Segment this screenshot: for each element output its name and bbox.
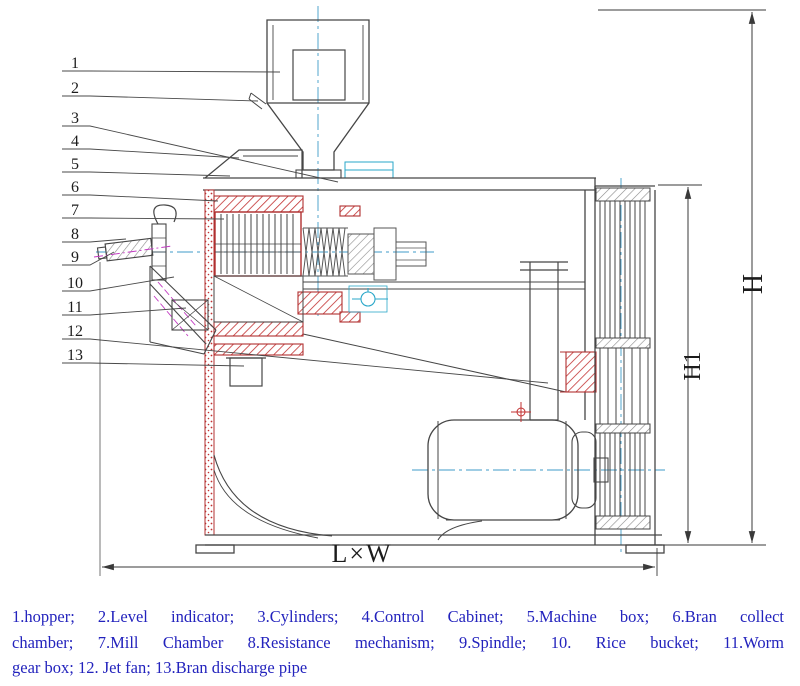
support-column: [520, 261, 568, 421]
pulley: [594, 185, 656, 545]
left-foot: [195, 544, 235, 554]
motor-shaft: [593, 457, 609, 483]
dimension-h: [598, 9, 766, 546]
base-frame: [195, 454, 665, 554]
right-foot: [625, 544, 665, 554]
machine-box: [203, 177, 596, 536]
dimension-h1-label: H1: [680, 351, 706, 380]
machine-drawing: 1 2 3 4 5 6 7 8 9 10 11 12 13 H: [62, 6, 769, 576]
motor-end-bell: [571, 431, 597, 509]
motor-mount-centerline: [511, 402, 531, 422]
mill-chamber: [213, 195, 361, 356]
callout-4: 4: [71, 133, 79, 150]
leader-lines: [62, 70, 549, 384]
rice-bucket: [149, 265, 217, 355]
callout-3: 3: [71, 110, 79, 127]
dimension-lw-label: L×W: [331, 539, 392, 568]
motor-pulley: [595, 423, 651, 530]
left-wall: [204, 189, 215, 536]
callout-1: 1: [71, 55, 79, 72]
bran-collect-chamber: [213, 275, 304, 323]
jet-fan: [560, 351, 597, 393]
callout-11: 11: [67, 299, 82, 316]
machine-drawing-area: 1 2 3 4 5 6 7 8 9 10 11 12 13 H: [62, 6, 769, 576]
dimension-lw: [99, 262, 658, 576]
dimension-h1: [658, 184, 702, 543]
callout-6: 6: [71, 179, 79, 196]
callout-5: 5: [71, 156, 79, 173]
callout-12: 12: [67, 323, 83, 340]
caption-line-1: 1.hopper; 2.Level indicator; 3.Cylinders…: [12, 607, 784, 626]
callout-2: 2: [71, 80, 79, 97]
caption: 1.hopper; 2.Level indicator; 3.Cylinders…: [0, 600, 800, 681]
bearing-detail: [348, 285, 388, 313]
motor: [427, 419, 609, 521]
worm-gear-box: [171, 299, 209, 331]
caption-line-3: gear box; 12. Jet fan; 13.Bran discharge…: [12, 658, 308, 678]
hopper-window: [292, 49, 346, 101]
control-cabinet: [204, 149, 303, 179]
spindle-centerline: [93, 245, 173, 258]
callout-10: 10: [67, 275, 83, 292]
dimension-h-label: H: [738, 274, 769, 294]
cylinders: [214, 211, 302, 277]
centerlines: [96, 6, 665, 556]
caption-line-2: chamber; 7.Mill Chamber 8.Resistance mec…: [12, 632, 784, 652]
bran-discharge-pipe: [226, 357, 266, 387]
adjust-handle: [153, 204, 177, 225]
spindle: [302, 227, 427, 281]
resistance-mechanism: [96, 204, 177, 281]
callout-8: 8: [71, 226, 79, 243]
callout-9: 9: [71, 249, 79, 266]
callout-7: 7: [71, 202, 79, 219]
callout-13: 13: [67, 347, 83, 364]
hopper: [266, 19, 370, 179]
inlet-slide-detail: [344, 161, 394, 179]
belt: [599, 348, 649, 424]
